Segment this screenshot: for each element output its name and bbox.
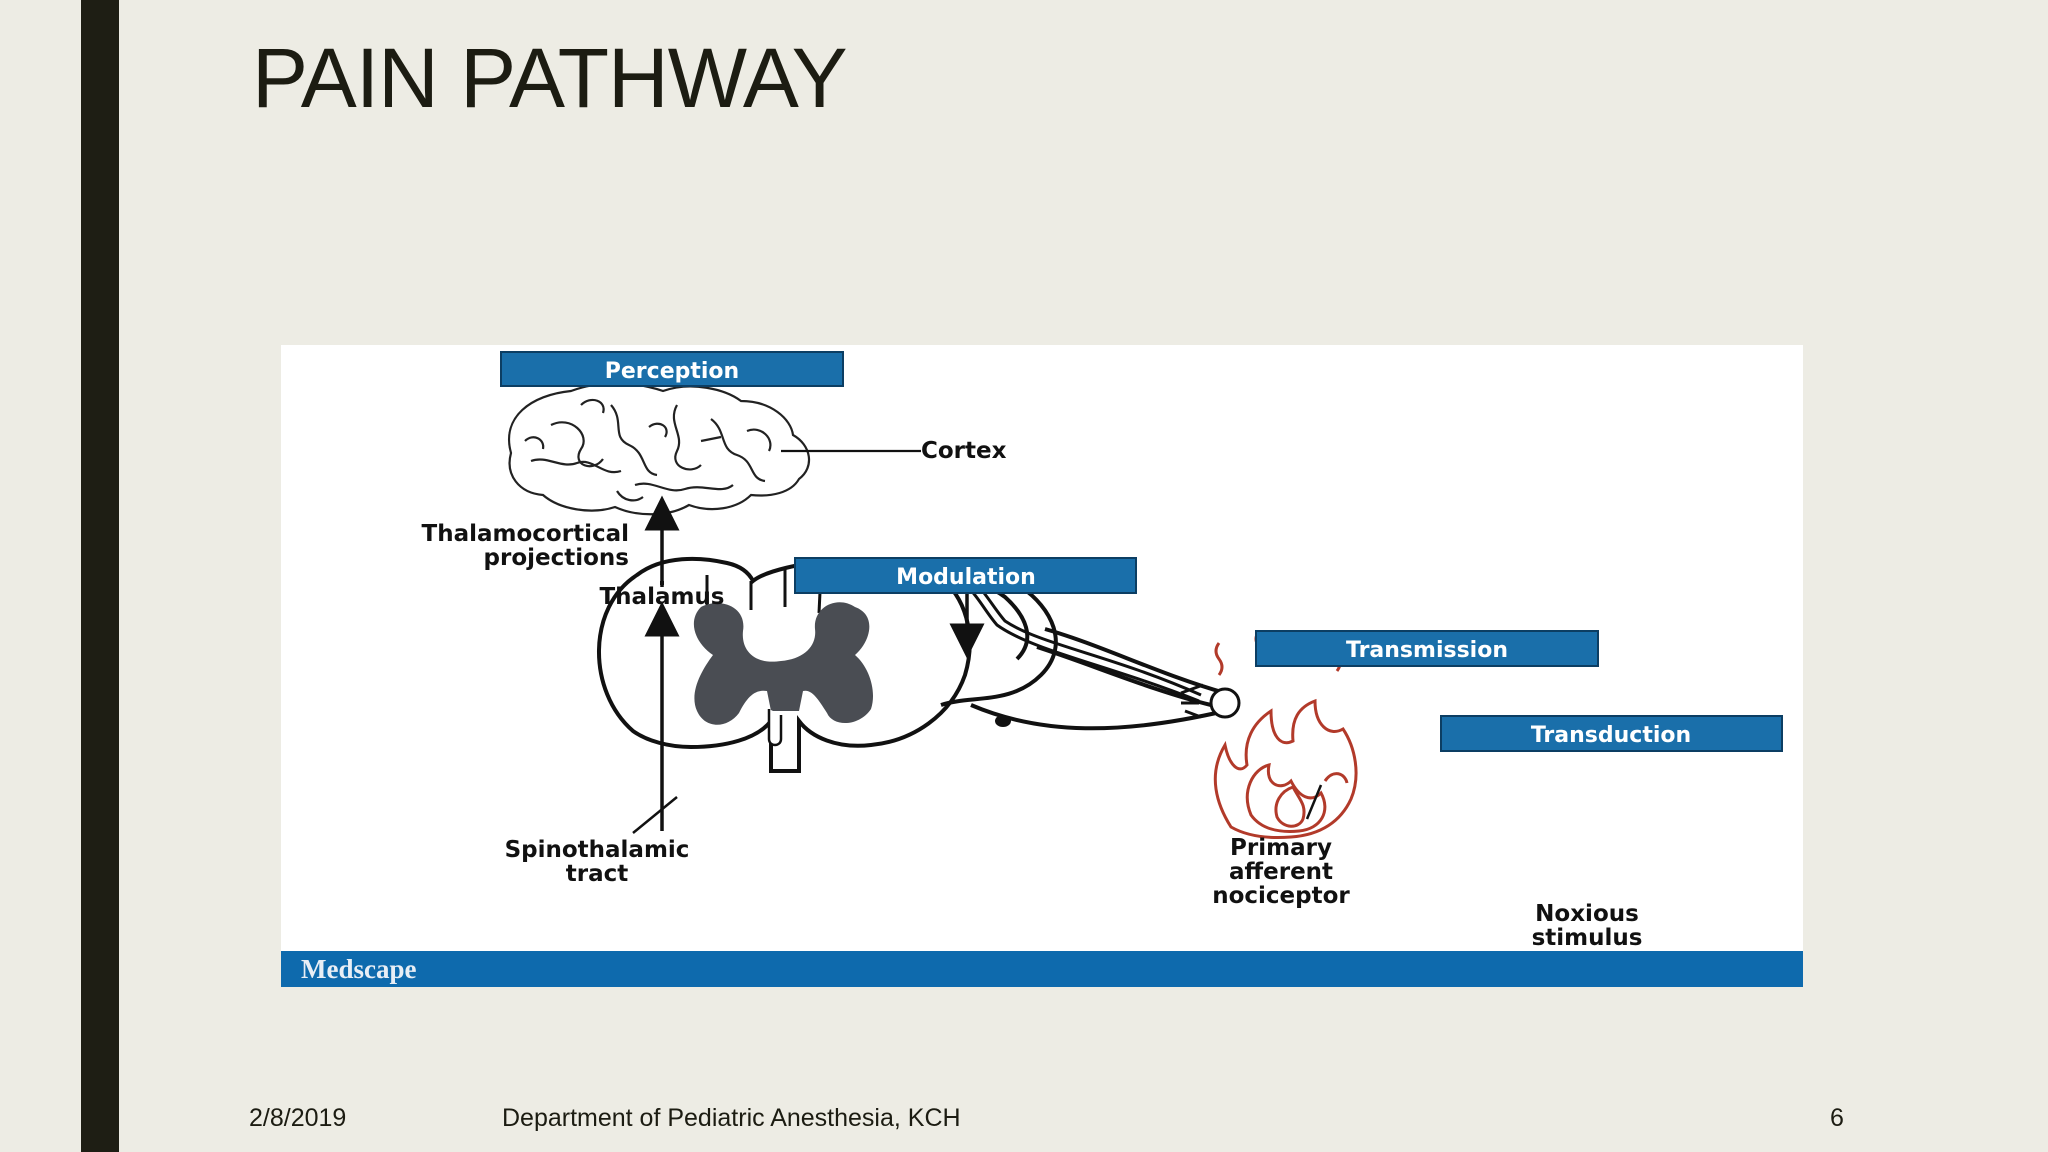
spinothalamic-label-line2: tract (566, 861, 629, 887)
perception-box (500, 351, 844, 387)
perception-label: Perception (605, 359, 739, 384)
pain-pathway-diagram: Perception Modulation Transmission Trans… (281, 345, 1803, 987)
transmission-box (1255, 630, 1599, 667)
gray-matter-h (693, 602, 874, 725)
brain-illustration (508, 382, 810, 516)
transmission-label: Transmission (1346, 638, 1508, 663)
page-number: 6 (1830, 1104, 1844, 1132)
modulation-label: Modulation (896, 565, 1036, 590)
thalamus-label: Thalamus (599, 584, 724, 610)
thalamocortical-label-line2: projections (484, 545, 629, 571)
footer-department: Department of Pediatric Anesthesia, KCH (502, 1104, 961, 1132)
nociceptor-label-line3: nociceptor (1212, 883, 1350, 909)
thalamocortical-label-line1: Thalamocortical (422, 521, 629, 547)
spinothalamic-label-line1: Spinothalamic (505, 837, 690, 863)
stimulus-label-line1: Noxious (1535, 901, 1639, 927)
nociceptor-label-line1: Primary (1230, 835, 1332, 861)
footer-date: 2/8/2019 (249, 1104, 347, 1132)
stimulus-label-line2: stimulus (1532, 925, 1643, 951)
nociceptor-label-line2: afferent (1229, 859, 1333, 885)
cortex-label: Cortex (921, 438, 1007, 464)
slide-title: PAIN PATHWAY (252, 31, 848, 125)
modulation-box (794, 557, 1137, 594)
afferent-nerve (840, 561, 1226, 731)
source-banner (281, 951, 1803, 987)
medscape-logo: Medscape (301, 954, 416, 984)
nerve-ending (1180, 683, 1204, 719)
transduction-label: Transduction (1531, 723, 1691, 748)
left-accent-bar (81, 0, 119, 1152)
transduction-box (1440, 715, 1783, 752)
